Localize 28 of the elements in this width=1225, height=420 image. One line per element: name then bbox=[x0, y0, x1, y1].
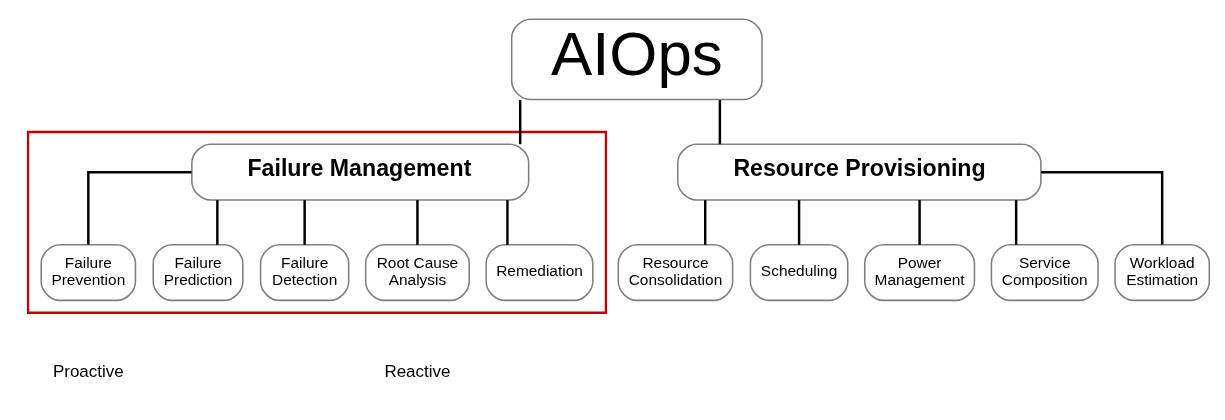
connector bbox=[518, 100, 522, 145]
node-box: Remediation bbox=[485, 244, 594, 302]
node-box: Power Management bbox=[863, 244, 976, 302]
node-box: Service Composition bbox=[990, 244, 1099, 302]
node-box: Failure Prediction bbox=[152, 244, 244, 302]
node-box: Workload Estimation bbox=[1114, 244, 1211, 302]
node-box: Resource Consolidation bbox=[617, 244, 734, 302]
label: Reactive bbox=[384, 362, 451, 382]
connector bbox=[87, 170, 192, 245]
node-box: AIOps bbox=[510, 18, 763, 101]
node-box: Failure Management bbox=[191, 143, 530, 201]
connector bbox=[506, 200, 509, 245]
connector bbox=[216, 200, 219, 245]
connector bbox=[797, 200, 801, 245]
connector bbox=[718, 100, 722, 145]
connector bbox=[918, 200, 921, 245]
connector bbox=[303, 200, 306, 245]
node-box: Failure Detection bbox=[259, 244, 350, 302]
node-box: Root Cause Analysis bbox=[364, 244, 470, 302]
connector bbox=[1041, 170, 1164, 245]
connector bbox=[703, 200, 707, 245]
connector bbox=[1014, 200, 1018, 245]
node-box: Failure Prevention bbox=[40, 244, 137, 302]
connector bbox=[416, 200, 419, 245]
node-box: Scheduling bbox=[749, 244, 849, 302]
label: Proactive bbox=[52, 362, 124, 382]
node-box: Resource Provisioning bbox=[677, 143, 1042, 201]
cluster bbox=[26, 130, 608, 314]
